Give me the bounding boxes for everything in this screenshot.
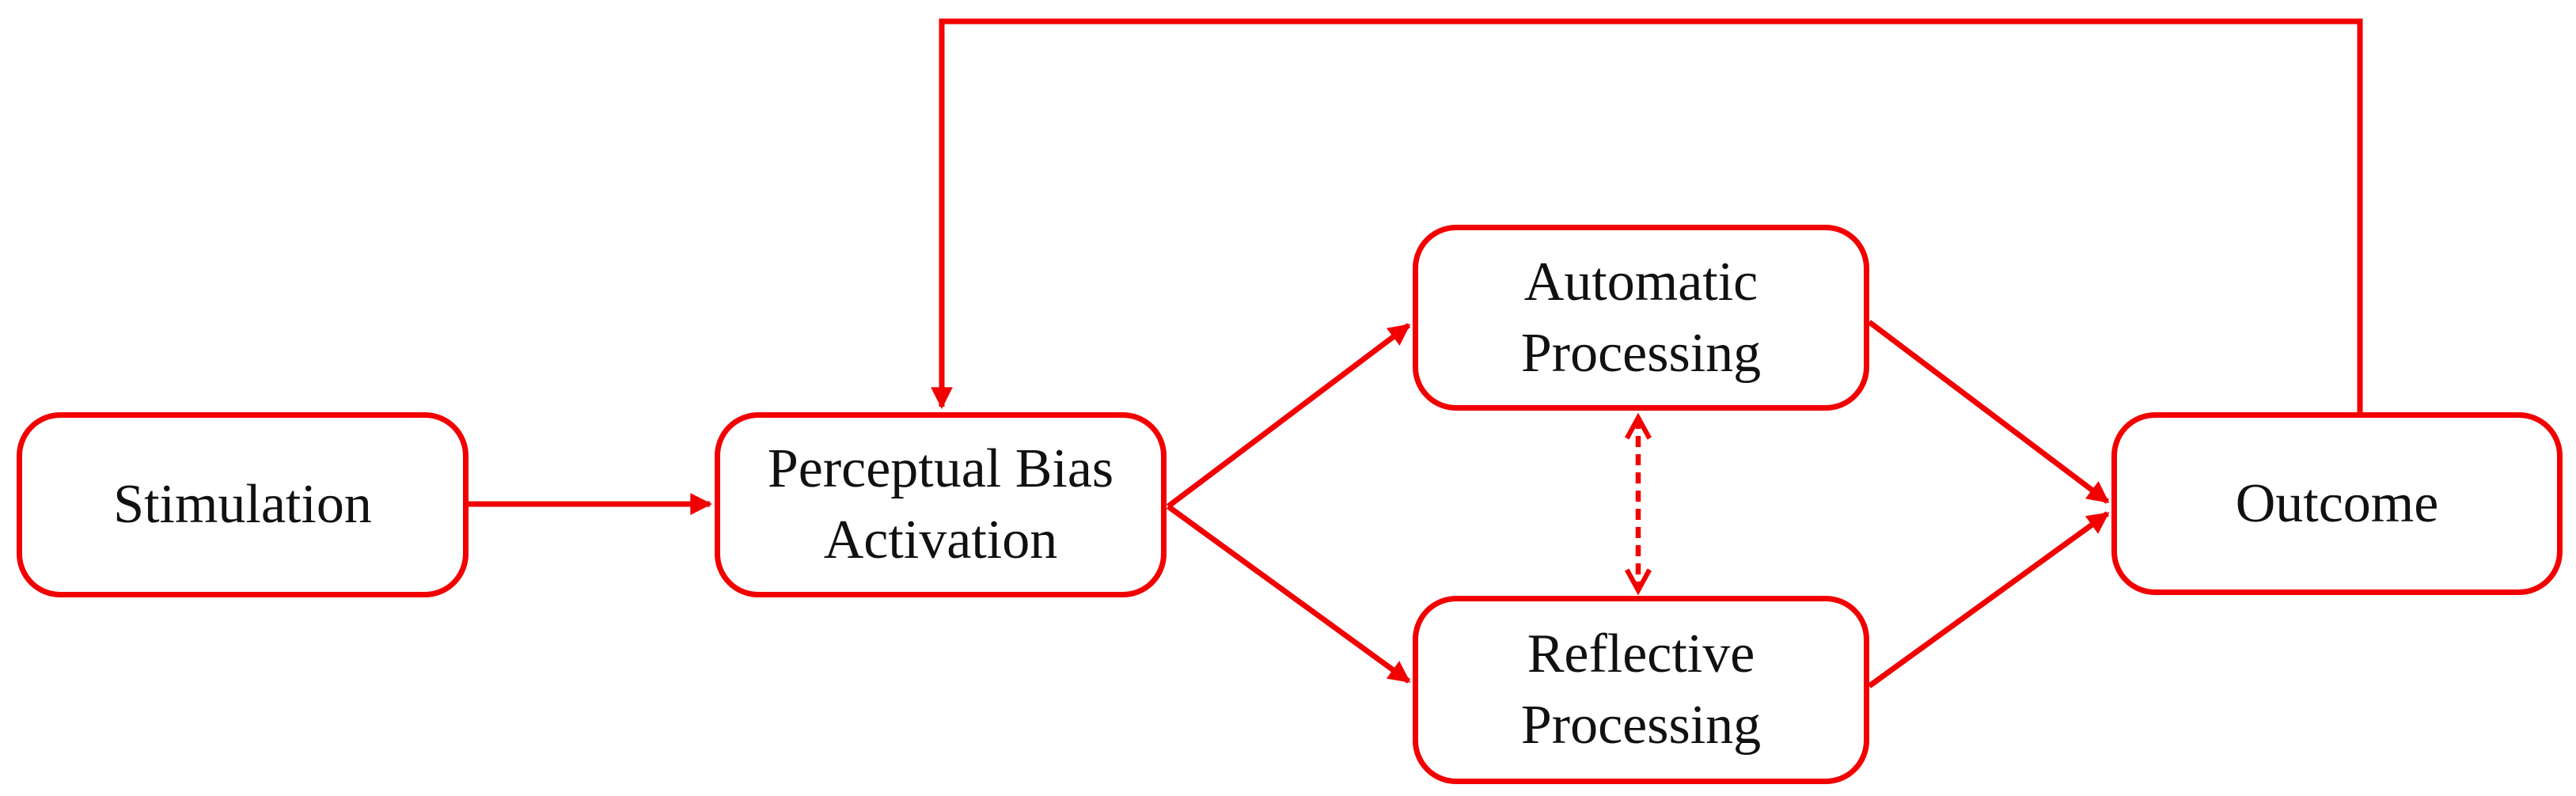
edge-perceptual-to-automatic [1166, 323, 1411, 509]
node-stimulation: Stimulation [17, 412, 469, 597]
node-stimulation-label: Stimulation [113, 474, 372, 536]
node-automatic-processing: Automatic Processing [1413, 225, 1869, 411]
node-reflective-processing: Reflective Processing [1413, 596, 1869, 784]
edge-perceptual-to-reflective [1166, 504, 1411, 684]
edge-outcome-to-perceptual-feedback [931, 18, 2363, 414]
node-outcome-label: Outcome [2235, 472, 2439, 534]
node-reflective-processing-label: Reflective Processing [1520, 624, 1762, 756]
node-perceptual-bias-activation-label: Perceptual Bias Activation [767, 438, 1114, 570]
edge-reflective-to-outcome [1867, 511, 2110, 688]
node-perceptual-bias-activation: Perceptual Bias Activation [715, 412, 1167, 597]
node-automatic-processing-label: Automatic Processing [1520, 251, 1762, 384]
edge-automatic-to-outcome [1867, 320, 2110, 504]
node-outcome: Outcome [2111, 412, 2563, 595]
